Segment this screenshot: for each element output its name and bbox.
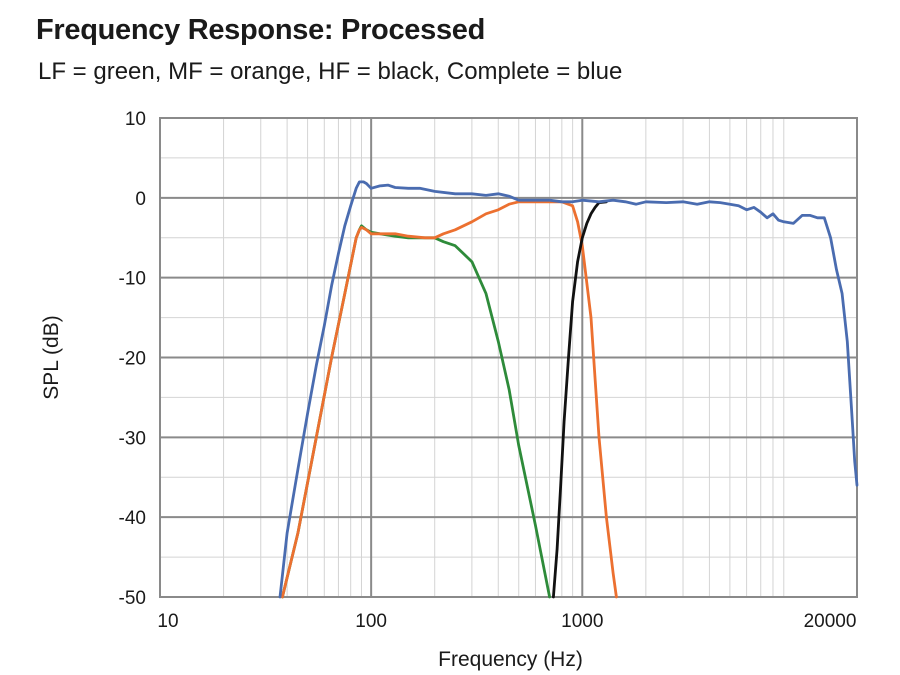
series-line-hf — [552, 200, 608, 599]
series-layer — [278, 180, 859, 599]
x-tick-label: 100 — [355, 611, 387, 632]
y-tick-label: -20 — [119, 349, 146, 370]
y-tick-label: -30 — [119, 428, 146, 449]
x-tick-label: 10 — [157, 611, 178, 632]
y-tick-label: 0 — [135, 189, 146, 210]
major-gridlines — [159, 117, 858, 598]
y-tick-labels: 10 0 -10 -20 -30 -40 -50 — [119, 109, 146, 609]
chart-subtitle: LF = green, MF = orange, HF = black, Com… — [38, 58, 623, 85]
y-tick-label: -40 — [119, 508, 146, 529]
plot-frame — [159, 117, 858, 598]
x-tick-label: 1000 — [561, 611, 603, 632]
chart-title: Frequency Response: Processed — [36, 14, 486, 46]
y-tick-label: -10 — [119, 269, 146, 290]
series-line-complete — [278, 180, 859, 599]
x-axis-label: Frequency (Hz) — [438, 648, 583, 671]
y-axis-label: SPL (dB) — [40, 315, 63, 399]
x-tick-label: 20000 — [804, 611, 857, 632]
series-line-mf — [280, 200, 618, 599]
y-tick-label: 10 — [125, 109, 146, 130]
x-tick-labels: 10 100 1000 20000 — [157, 611, 856, 632]
y-tick-label: -50 — [119, 588, 146, 609]
